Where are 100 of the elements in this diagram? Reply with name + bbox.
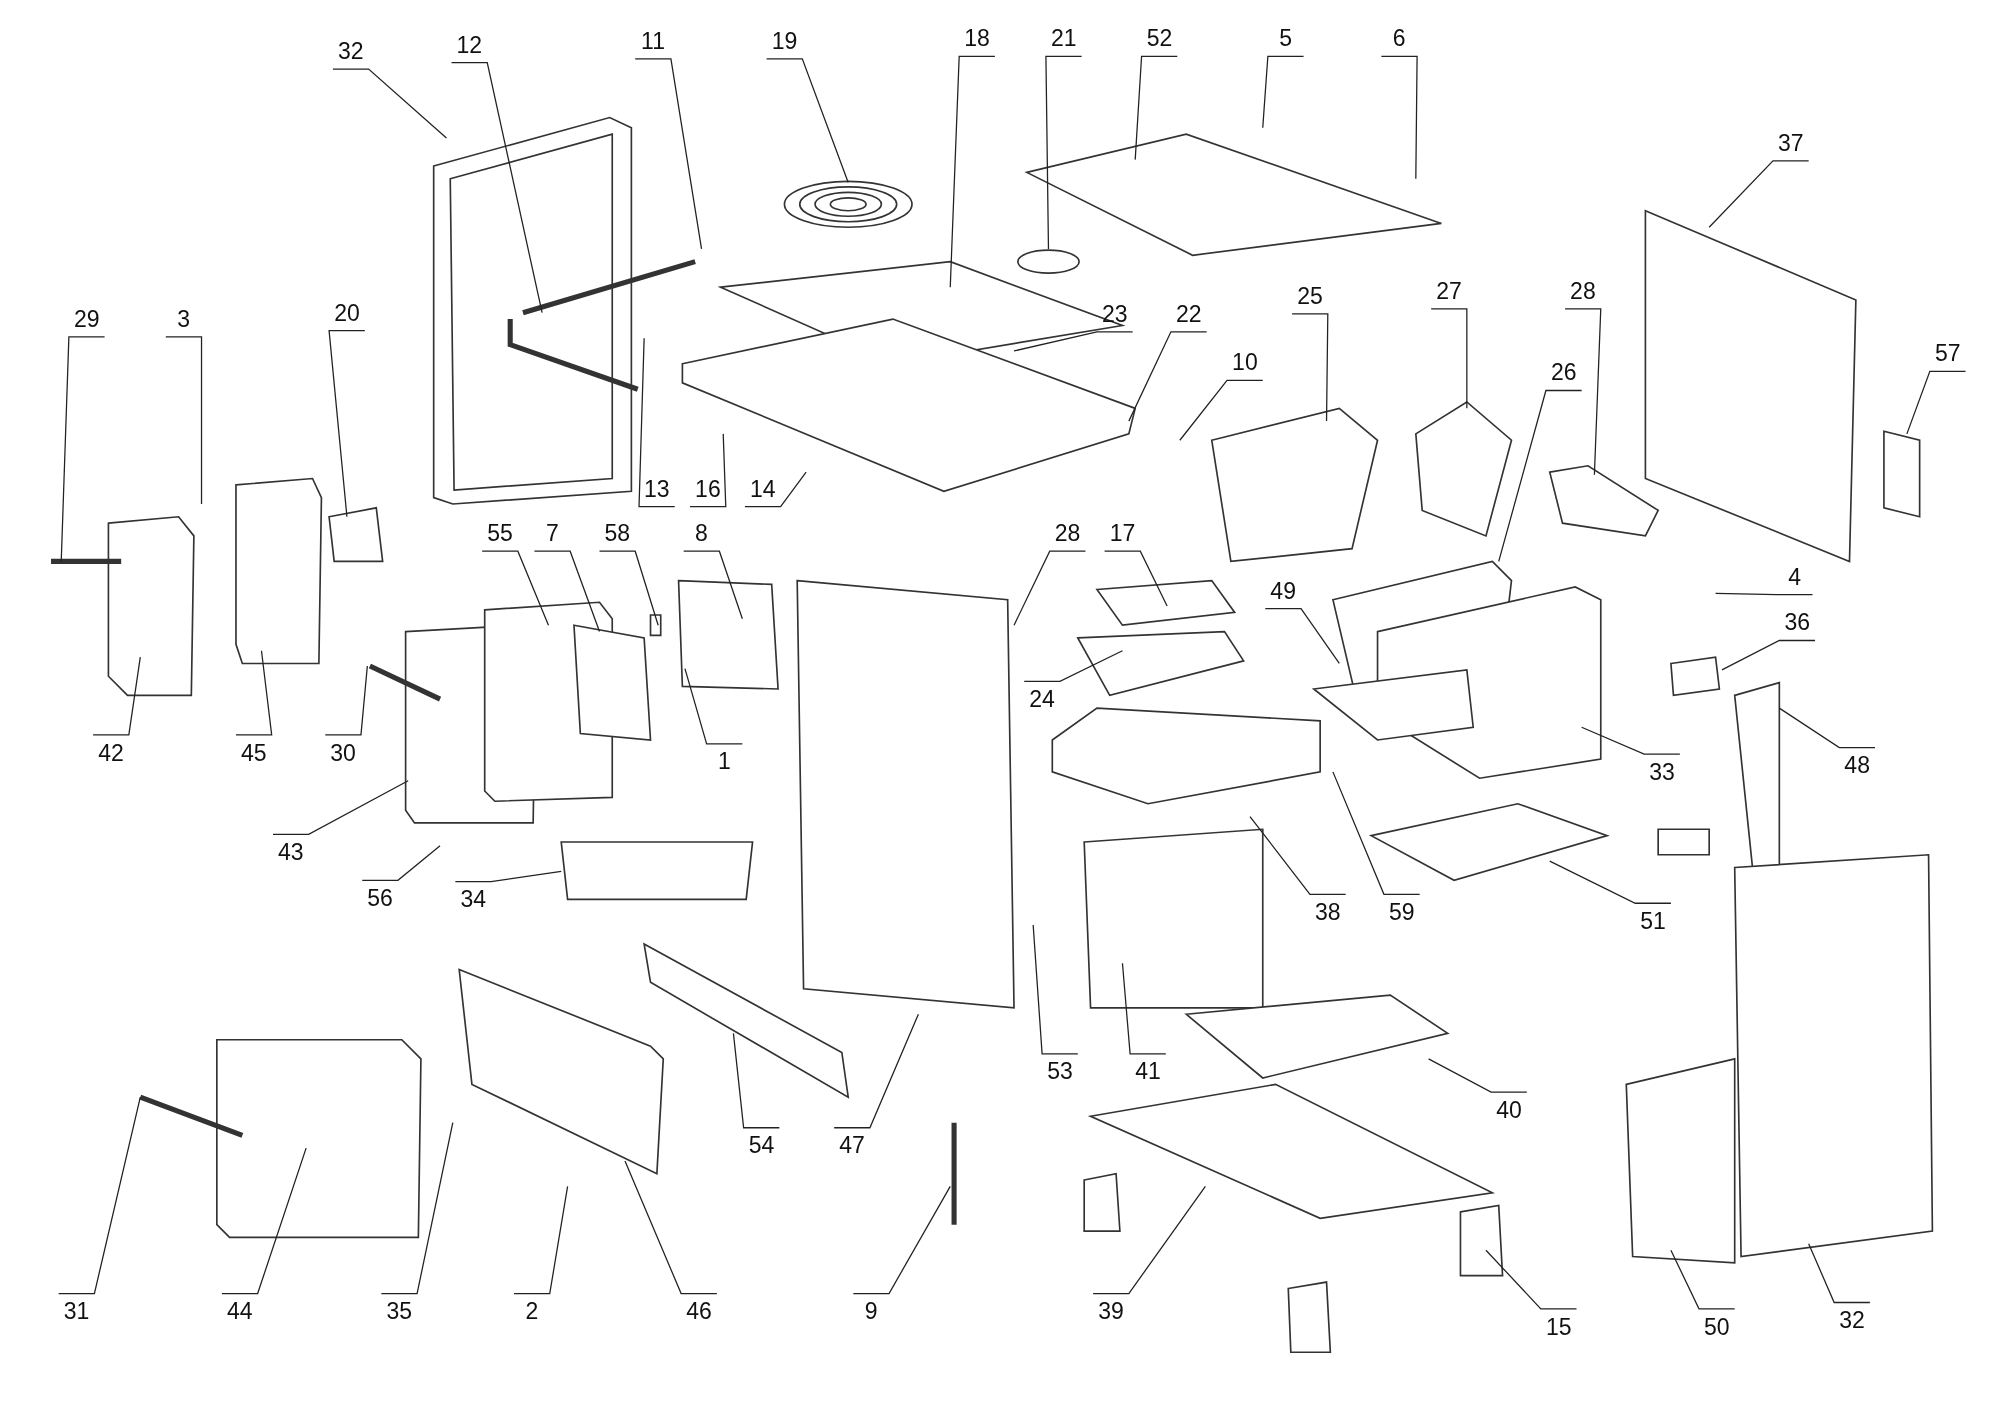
- leader-line: [732, 1032, 780, 1129]
- leader-line: [1013, 550, 1087, 626]
- callout-number: 8: [693, 520, 710, 546]
- leader-line: [361, 845, 441, 881]
- leader-line: [1332, 771, 1421, 895]
- callout-number: 55: [485, 520, 515, 546]
- leader-line: [1498, 389, 1583, 563]
- leader-line: [1581, 726, 1681, 755]
- callout-number: 46: [684, 1298, 714, 1324]
- callout-number: 48: [1842, 752, 1872, 778]
- callout-number: 9: [862, 1298, 880, 1324]
- callout-number: 29: [71, 306, 102, 332]
- callout-number: 59: [1387, 899, 1417, 925]
- leader-line: [533, 550, 601, 633]
- leader-line: [1564, 308, 1602, 476]
- leader-line: [221, 1147, 307, 1295]
- callout-number: 50: [1702, 1314, 1732, 1339]
- callout-number: 36: [1782, 609, 1812, 635]
- leader-line: [272, 780, 409, 835]
- callout-number: 7: [543, 520, 561, 546]
- callout-number: 28: [1052, 520, 1083, 546]
- callout-number: 18: [962, 25, 992, 51]
- callout-number: 5: [1277, 25, 1295, 51]
- leader-line: [1291, 313, 1329, 422]
- leader-line: [833, 1013, 919, 1129]
- leader-line: [1262, 55, 1305, 129]
- callout-number: 23: [1100, 301, 1130, 327]
- callout-number: 51: [1638, 908, 1668, 934]
- leader-line: [689, 433, 727, 508]
- callout-number: 27: [1434, 278, 1464, 304]
- callout-number: 56: [365, 885, 395, 911]
- leader-line: [1778, 707, 1876, 749]
- leader-line: [513, 1185, 569, 1295]
- leader-line: [1023, 650, 1124, 682]
- callout-number: 28: [1568, 278, 1598, 304]
- leader-line: [1128, 331, 1208, 422]
- callout-number: 11: [639, 28, 667, 54]
- leader-line: [624, 1160, 718, 1295]
- callout-number: 33: [1647, 759, 1677, 785]
- callout-number: 19: [769, 28, 800, 54]
- callout-number: 53: [1045, 1058, 1075, 1084]
- callout-number: 35: [384, 1298, 415, 1324]
- leader-line: [1103, 550, 1168, 607]
- callout-number: 10: [1230, 349, 1260, 375]
- callout-number: 3: [175, 306, 193, 332]
- leader-line: [852, 1185, 951, 1295]
- callout-number: 39: [1096, 1298, 1126, 1324]
- leader-line: [165, 336, 203, 505]
- leader-line: [1485, 1249, 1578, 1310]
- leader-line: [765, 58, 849, 184]
- leader-line: [684, 667, 743, 745]
- callout-number: 58: [602, 520, 633, 546]
- leader-line: [634, 58, 703, 250]
- leader-line: [1249, 815, 1347, 895]
- leader-line: [324, 665, 368, 736]
- leader-line: [1721, 639, 1816, 671]
- callout-number: 42: [96, 740, 126, 766]
- leader-line: [1427, 1058, 1528, 1093]
- leader-line: [92, 656, 141, 736]
- leader-line: [1430, 308, 1468, 409]
- callout-number: 44: [225, 1298, 255, 1324]
- callout-number: 13: [642, 476, 672, 501]
- leader-line: [1134, 55, 1178, 161]
- leader-line: [60, 336, 106, 563]
- leader-line: [332, 68, 448, 139]
- callout-number: 54: [746, 1132, 777, 1158]
- callout-number: 26: [1548, 359, 1579, 385]
- callout-number: 15: [1543, 1314, 1574, 1339]
- callout-number: 21: [1048, 25, 1079, 51]
- callout-number: 4: [1786, 564, 1804, 589]
- callout-number: 43: [276, 839, 306, 865]
- leader-line: [1045, 55, 1083, 250]
- callout-number: 57: [1932, 340, 1963, 366]
- callout-number: 45: [239, 740, 269, 766]
- leader-line: [1264, 607, 1340, 665]
- callout-number: 32: [1837, 1307, 1867, 1333]
- leader-line: [1032, 924, 1079, 1055]
- leader-line: [1380, 55, 1418, 180]
- leader-line: [1708, 160, 1810, 228]
- leader-line: [328, 329, 366, 518]
- callout-number: 12: [454, 32, 485, 58]
- callout-number: 6: [1390, 25, 1408, 51]
- leader-line: [1714, 592, 1814, 596]
- leader-line: [1808, 1243, 1871, 1304]
- callout-number: 24: [1027, 686, 1057, 712]
- leader-line: [949, 55, 996, 288]
- leader-line: [1179, 379, 1264, 441]
- callout-number: 17: [1107, 520, 1138, 546]
- leader-line: [744, 471, 807, 508]
- callout-number: 47: [837, 1132, 867, 1158]
- callout-number: 30: [328, 740, 358, 766]
- callout-number: 52: [1144, 25, 1175, 51]
- leader-line: [1670, 1249, 1736, 1310]
- leader-line: [683, 550, 743, 620]
- leader-line: [1906, 370, 1967, 435]
- leader-line: [450, 62, 543, 314]
- leader-line: [58, 1096, 141, 1295]
- callout-number: 22: [1173, 301, 1204, 327]
- leader-line: [380, 1122, 454, 1295]
- callout-number: 40: [1494, 1097, 1524, 1123]
